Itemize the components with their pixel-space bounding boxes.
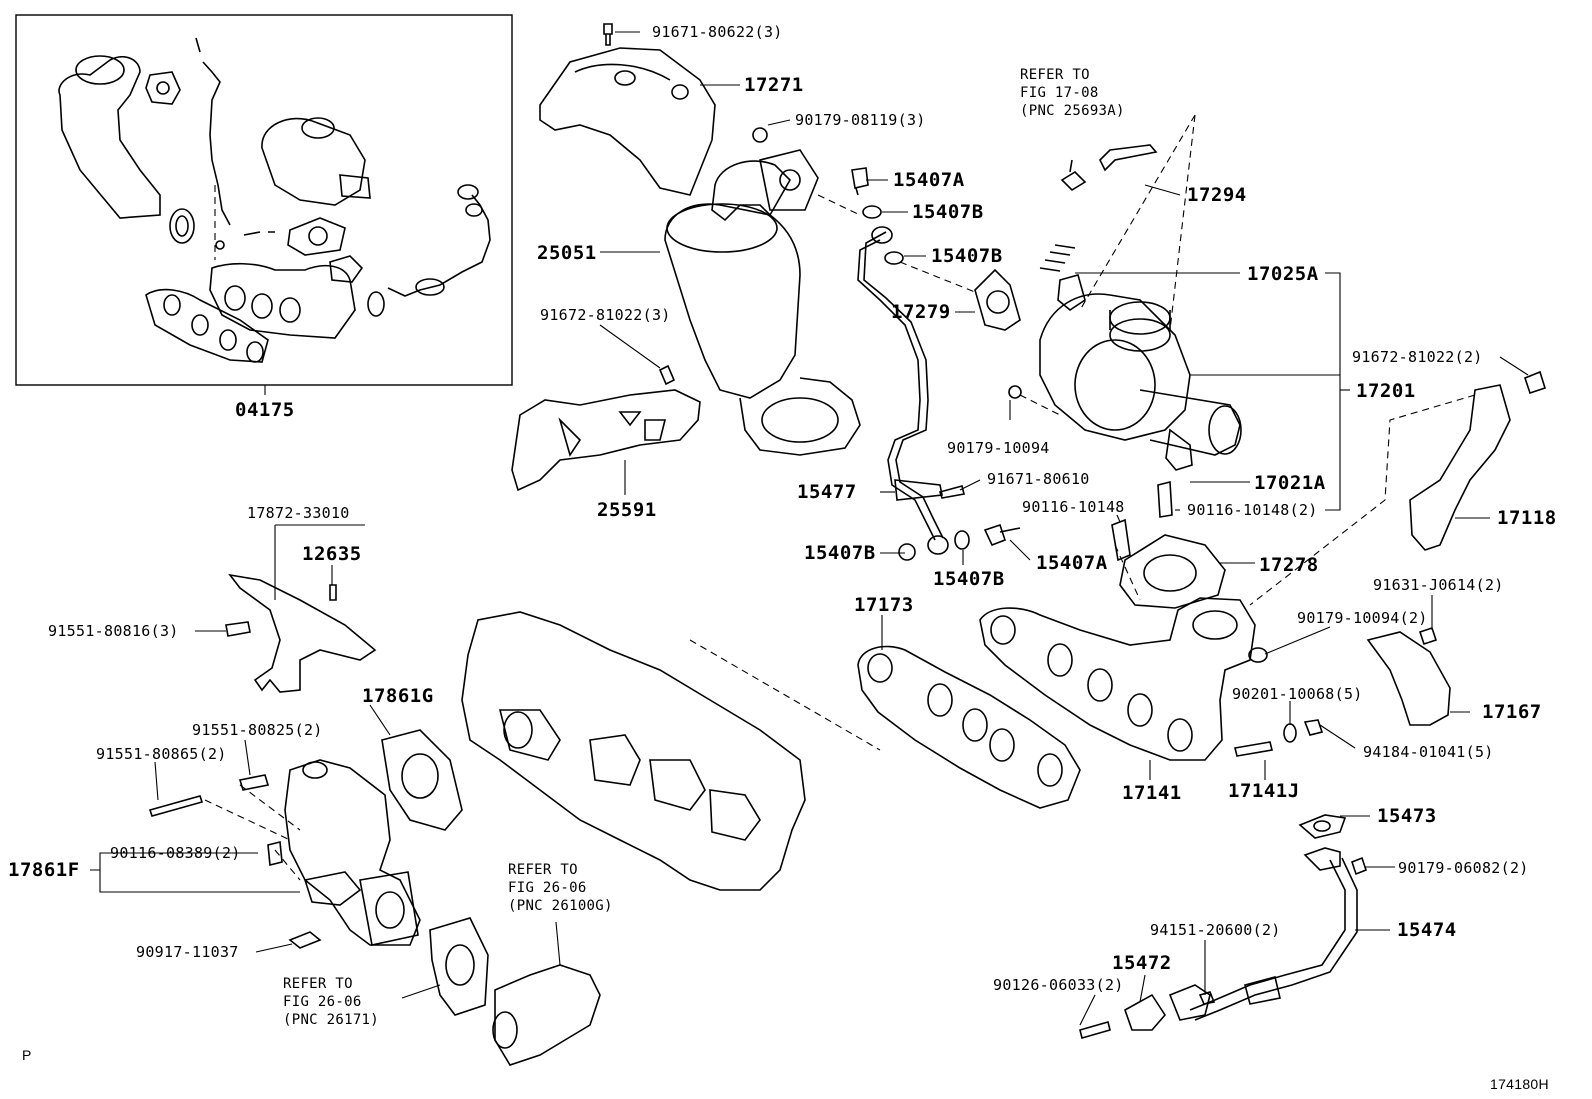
label-17167: 17167 — [1482, 701, 1542, 723]
label-90201-10068: 90201-10068(5) — [1232, 685, 1363, 703]
heat-insulator-17118 — [1409, 370, 1546, 551]
label-90116-10148-b: 90116-10148(2) — [1187, 501, 1318, 519]
label-17118: 17118 — [1497, 507, 1557, 529]
label-15473: 15473 — [1377, 805, 1437, 827]
diagram-id: 174180H — [1490, 1076, 1549, 1092]
label-91672-81022-b: 91672-81022(2) — [1352, 348, 1483, 366]
exhaust-converter-25051 — [664, 149, 861, 456]
label-90179-10094-a: 90179-10094 — [947, 439, 1050, 457]
label-17201: 17201 — [1356, 380, 1416, 402]
label-94184-01041: 94184-01041(5) — [1363, 743, 1494, 761]
stay-17872-33010 — [225, 573, 377, 693]
hose-17294 — [1060, 144, 1158, 192]
gasket-17173 — [857, 645, 1081, 809]
kit-inset-frame — [15, 14, 513, 386]
label-90116-08389: 90116-08389(2) — [110, 844, 241, 862]
label-15407A-low: 15407A — [1036, 552, 1108, 574]
label-17141: 17141 — [1122, 782, 1182, 804]
heat-insulator-17167 — [1366, 626, 1451, 726]
label-91671-80622: 91671-80622(3) — [652, 23, 783, 41]
ref-fig-26-06-26100G: REFER TO FIG 26-06 (PNC 26100G) — [508, 862, 613, 914]
egr-valve-17861F — [148, 759, 421, 949]
label-15407B-low: 15407B — [933, 568, 1005, 590]
label-15407B-mid: 15407B — [931, 245, 1003, 267]
dashed-guides — [204, 114, 1476, 881]
label-15474: 15474 — [1397, 919, 1457, 941]
label-15477: 15477 — [797, 481, 857, 503]
label-17872-33010: 17872-33010 — [247, 504, 350, 522]
label-04175: 04175 — [235, 399, 295, 421]
label-91551-80825: 91551-80825(2) — [192, 721, 323, 739]
label-12635: 12635 — [302, 543, 362, 565]
label-15407B-top: 15407B — [912, 201, 984, 223]
bolt-91671-80622 — [603, 23, 613, 46]
label-90179-06082: 90179-06082(2) — [1398, 859, 1529, 877]
label-91671-80610: 91671-80610 — [987, 470, 1090, 488]
oil-return-pipe-15474 — [1079, 814, 1367, 1039]
heat-insulator-17271 — [539, 47, 716, 196]
label-17021A: 17021A — [1254, 472, 1326, 494]
label-90179-08119: 90179-08119(3) — [795, 111, 926, 129]
leader-lines — [90, 31, 1529, 1026]
label-90179-10094-b: 90179-10094(2) — [1297, 609, 1428, 627]
turbocharger-17201 — [1039, 244, 1242, 471]
label-17294: 17294 — [1187, 184, 1247, 206]
corner-mark-left: P — [22, 1047, 32, 1063]
label-17025A: 17025A — [1247, 263, 1319, 285]
label-15472: 15472 — [1112, 952, 1172, 974]
stay-25591 — [511, 364, 701, 492]
label-17279: 17279 — [891, 301, 951, 323]
gasket-17861G — [381, 729, 463, 831]
inset-parts — [58, 37, 491, 363]
label-91631-J0614: 91631-J0614(2) — [1373, 576, 1504, 594]
label-90116-10148-a: 90116-10148 — [1022, 498, 1125, 516]
label-90126-06033: 90126-06033(2) — [993, 976, 1124, 994]
intake-part-ref — [492, 964, 601, 1066]
label-17141J: 17141J — [1228, 780, 1300, 802]
label-91551-80816: 91551-80816(3) — [48, 622, 179, 640]
studs-nuts — [1234, 647, 1324, 757]
gasket-lower — [429, 917, 489, 1016]
gasket-17279 — [974, 268, 1021, 331]
washers-15407 — [752, 127, 1022, 561]
exhaust-manifold-17141 — [979, 597, 1256, 761]
label-94151-20600: 94151-20600(2) — [1150, 921, 1281, 939]
label-91672-81022-a: 91672-81022(3) — [540, 306, 671, 324]
label-91551-80865: 91551-80865(2) — [96, 745, 227, 763]
ref-fig-17-08: REFER TO FIG 17-08 (PNC 25693A) — [1020, 67, 1125, 119]
label-25591: 25591 — [597, 499, 657, 521]
label-15407B-low-left: 15407B — [804, 542, 876, 564]
label-90917-11037: 90917-11037 — [136, 943, 239, 961]
label-25051: 25051 — [537, 242, 597, 264]
label-17271: 17271 — [744, 74, 804, 96]
label-17861F: 17861F — [8, 859, 80, 881]
cylinder-head — [461, 611, 806, 891]
label-15407A-top: 15407A — [893, 169, 965, 191]
oil-pipe-15477 — [857, 226, 949, 555]
label-17861G: 17861G — [362, 685, 434, 707]
ref-fig-26-06-26171: REFER TO FIG 26-06 (PNC 26171) — [283, 976, 380, 1028]
label-17173: 17173 — [854, 594, 914, 616]
label-17278: 17278 — [1259, 554, 1319, 576]
